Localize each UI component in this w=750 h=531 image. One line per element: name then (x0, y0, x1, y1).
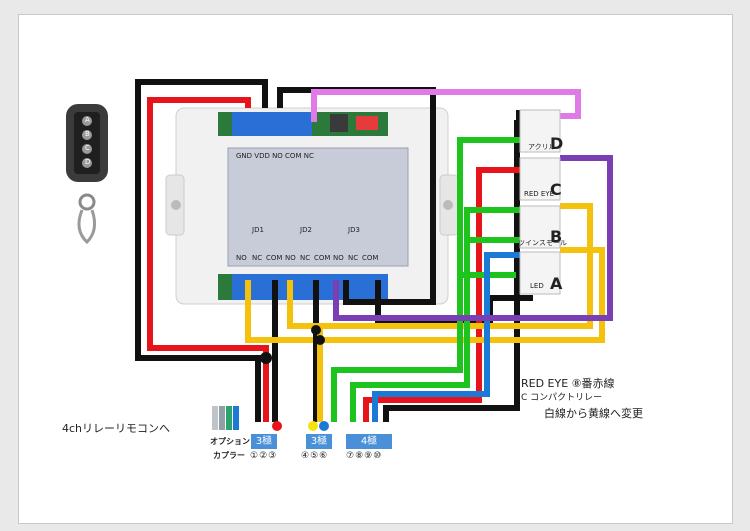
board-terminal-nc-1: NC (252, 254, 263, 262)
board-terminal-nc-3: NC (348, 254, 359, 262)
remote-button-a: A (85, 116, 90, 124)
compact-relays (519, 109, 561, 295)
remote-button-c: C (85, 144, 90, 152)
board-terminal-com-1: COM (266, 254, 283, 262)
jd3-label: JD3 (348, 226, 360, 234)
pink-wires (311, 89, 581, 122)
option-coupler (212, 406, 239, 430)
remote-button-d: D (85, 158, 91, 166)
jd1-label: JD1 (252, 226, 264, 234)
relay-c-caption: RED EYE (524, 190, 555, 198)
relay-a-caption: LED (530, 282, 544, 290)
relay-b-letter: B (550, 227, 563, 246)
board-terminal-no-3: NO (333, 254, 344, 262)
note-left: 4chリレーリモコンへ (62, 422, 171, 435)
relay-a-letter: A (550, 274, 563, 293)
board-terminal-no-2: NO (285, 254, 296, 262)
board-terminal-no-1: NO (236, 254, 247, 262)
note-right-3: 白線から黄線へ変更 (544, 407, 643, 420)
note-right-1: RED EYE ⑧番赤線 (521, 377, 615, 390)
blue-wires (372, 252, 520, 422)
connector-tag-3: 4極 (346, 434, 392, 449)
junction-dots (260, 325, 325, 364)
connector-tag-1: 3極 (251, 434, 277, 449)
board-terminal-nc-2: NC (300, 254, 311, 262)
relay-board (165, 107, 459, 305)
board-top-terminals: GND VDD NO COM NC (236, 152, 314, 160)
violet-wires (333, 155, 613, 321)
option-coupler-label-1: オプション (210, 437, 250, 446)
board-terminal-com-2: COM (314, 254, 331, 262)
connector-pins-3: ⑦⑧⑨⑩ (346, 451, 383, 461)
option-coupler-label-2: カプラー (213, 451, 245, 460)
relay-d-caption: アクリル (528, 143, 556, 151)
relay-b-caption: ツインスモール (518, 239, 567, 247)
remote-control (66, 104, 108, 245)
relay-d-letter: D (550, 134, 564, 153)
connector-pins-2: ④⑤⑥ (301, 451, 329, 461)
board-terminal-com-3: COM (362, 254, 379, 262)
connector-ends (272, 421, 329, 431)
green-wires (331, 137, 520, 422)
note-right-2: C コンパクトリレー (521, 393, 603, 403)
connector-pins-1: ①②③ (250, 451, 278, 461)
jd2-label: JD2 (300, 226, 312, 234)
connector-tag-2: 3極 (306, 434, 332, 449)
remote-button-b: B (85, 130, 90, 138)
relay-c-letter: C (550, 180, 562, 199)
